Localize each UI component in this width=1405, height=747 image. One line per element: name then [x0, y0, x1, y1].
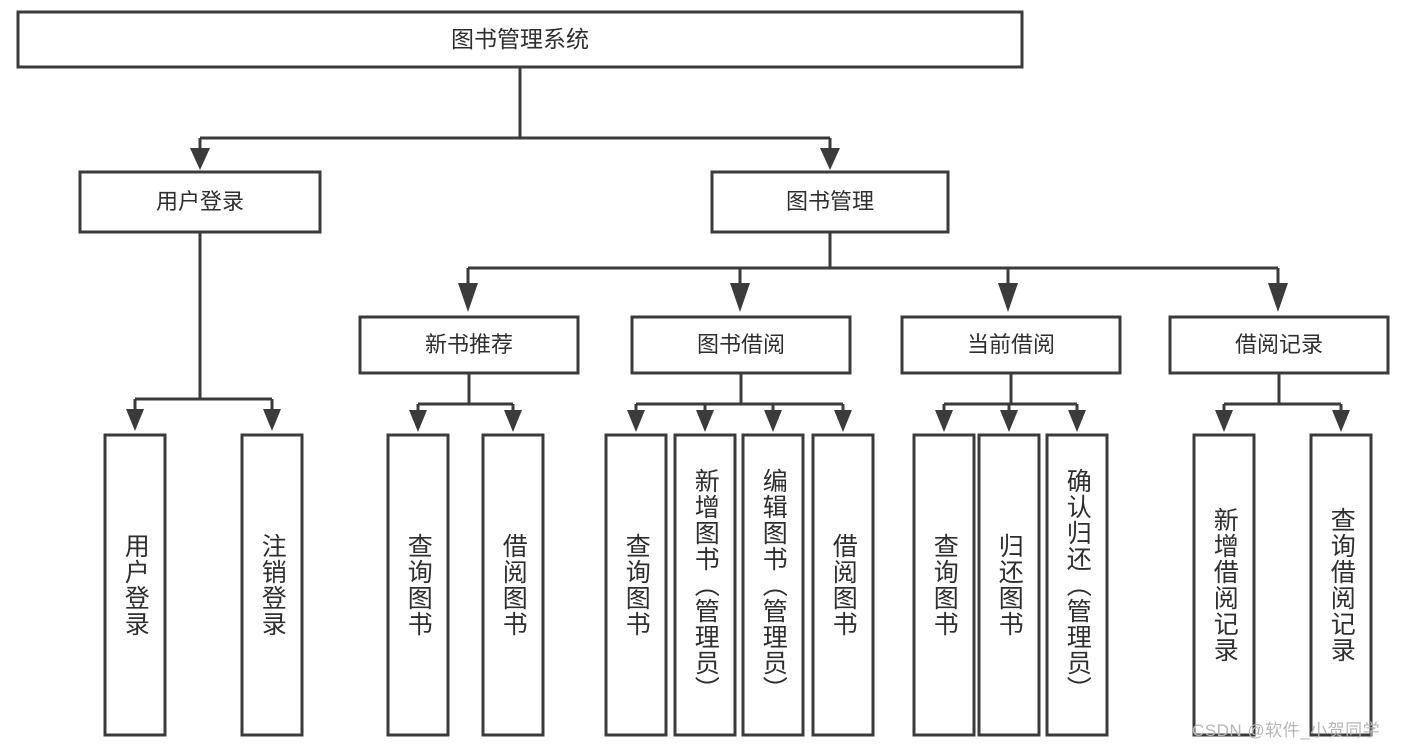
arrow-head-icon — [126, 409, 144, 431]
watermark-text: CSDN @软件_小贺同学 — [1192, 721, 1381, 740]
connector-user-login-to-leaves — [126, 232, 281, 431]
arrow-head-icon — [935, 410, 953, 432]
node-book-management[interactable]: 图书管理 — [710, 170, 950, 234]
arrow-head-icon — [458, 283, 478, 312]
arrow-head-icon — [998, 283, 1018, 312]
arrow-head-icon — [263, 409, 281, 431]
connector-current-borrow-to-leaves — [935, 373, 1086, 432]
leaf-box-query-record[interactable] — [1309, 433, 1373, 737]
arrow-head-icon — [696, 410, 714, 432]
arrow-head-icon — [730, 283, 750, 312]
arrow-head-icon — [190, 148, 210, 170]
arrow-head-icon — [764, 410, 782, 432]
arrow-head-icon — [627, 410, 645, 432]
new-book-recommend-label: 新书推荐 — [425, 332, 513, 357]
leaf-box-query-book-2[interactable] — [604, 433, 668, 737]
leaf-box-return-book[interactable] — [977, 433, 1041, 737]
user-login-label: 用户登录 — [156, 189, 244, 214]
leaf-box-add-record[interactable] — [1192, 433, 1256, 737]
arrow-head-icon — [1215, 410, 1233, 432]
borrow-record-label: 借阅记录 — [1235, 332, 1323, 357]
book-management-label: 图书管理 — [786, 189, 874, 214]
arrow-head-icon — [1000, 410, 1018, 432]
node-book-borrow[interactable]: 图书借阅 — [630, 315, 852, 375]
arrow-head-icon — [409, 410, 427, 432]
leaf-box-confirm-return[interactable] — [1045, 433, 1109, 737]
current-borrow-box — [900, 315, 1122, 375]
current-borrow-label: 当前借阅 — [967, 332, 1055, 357]
arrow-head-icon — [1068, 410, 1086, 432]
arrow-head-icon — [1268, 283, 1288, 312]
connector-root-to-level2 — [190, 67, 840, 170]
connector-book-management-to-level3 — [458, 232, 1288, 312]
leaf-box-add-book[interactable] — [673, 433, 737, 737]
leaf-box-edit-book[interactable] — [741, 433, 805, 737]
leaf-box-user-login[interactable] — [103, 433, 167, 737]
arrow-head-icon — [1332, 410, 1350, 432]
arrow-head-icon — [504, 410, 522, 432]
arrow-head-icon — [834, 410, 852, 432]
node-current-borrow[interactable]: 当前借阅 — [900, 315, 1122, 375]
connector-borrow-record-to-leaves — [1215, 373, 1350, 432]
root-box — [16, 10, 1024, 69]
leaf-box-borrow-book-1[interactable] — [481, 433, 545, 737]
leaf-box-query-book-1[interactable] — [386, 433, 450, 737]
new-book-recommend-box — [358, 315, 580, 375]
user-login-box — [78, 170, 322, 234]
node-new-book-recommend[interactable]: 新书推荐 — [358, 315, 580, 375]
arrow-head-icon — [820, 148, 840, 170]
leaf-box-logout-login[interactable] — [240, 433, 304, 737]
node-user-login[interactable]: 用户登录 — [78, 170, 322, 234]
connector-new-book-recommend-to-leaves — [409, 373, 522, 432]
node-borrow-record[interactable]: 借阅记录 — [1168, 315, 1390, 375]
connector-book-borrow-to-leaves — [627, 373, 852, 432]
book-borrow-label: 图书借阅 — [697, 332, 785, 357]
node-root[interactable]: 图书管理系统 — [16, 10, 1024, 69]
root-label: 图书管理系统 — [451, 26, 589, 52]
leaf-box-borrow-book-2[interactable] — [811, 433, 875, 737]
leaf-box-query-book-3[interactable] — [912, 433, 976, 737]
